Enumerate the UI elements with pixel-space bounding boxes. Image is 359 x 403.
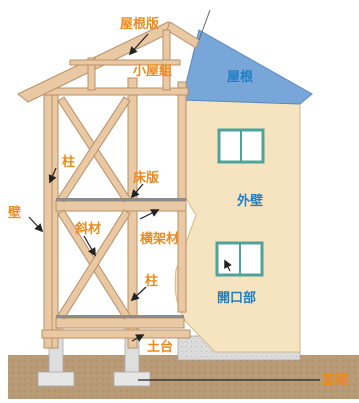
label-column-lower: 柱 xyxy=(145,273,158,289)
label-column-upper: 柱 xyxy=(62,154,75,170)
label-foundation: 基礎 xyxy=(321,372,349,388)
floor-slab-lower xyxy=(56,315,184,318)
window-lower xyxy=(215,241,264,277)
braces xyxy=(57,96,131,320)
label-horizontal-member: 横架材 xyxy=(140,231,179,247)
label-roof-board: 屋根版 xyxy=(120,16,159,32)
leader-arrows xyxy=(28,33,320,381)
roof-panel xyxy=(181,29,313,105)
label-opening: 開口部 xyxy=(217,290,256,306)
label-floor-board: 床版 xyxy=(133,170,159,186)
label-roof: 屋根 xyxy=(227,69,254,85)
label-roof-truss: 小屋組 xyxy=(133,63,172,79)
label-brace: 斜材 xyxy=(74,221,101,237)
label-sill: 土台 xyxy=(147,339,173,355)
label-wall: 壁 xyxy=(8,205,21,221)
floor-slab-upper xyxy=(56,198,186,201)
window-upper xyxy=(217,128,265,164)
framing xyxy=(17,21,200,349)
section-cut-line xyxy=(198,9,211,41)
label-exterior-wall: 外壁 xyxy=(236,193,263,209)
